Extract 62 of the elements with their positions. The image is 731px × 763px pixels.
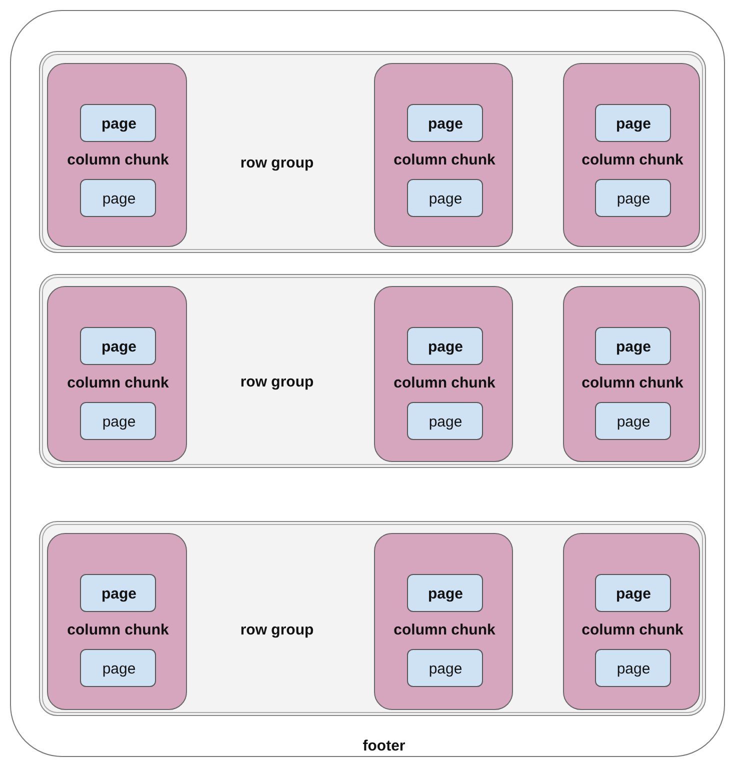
column-chunk-box: [47, 63, 187, 247]
row-group-band: [39, 51, 706, 253]
node-label: page: [616, 586, 651, 602]
node-label: page: [102, 190, 136, 208]
node-label: column chunk: [582, 152, 684, 168]
node-label: page: [616, 660, 650, 678]
page-box: [594, 574, 670, 612]
node-label: column chunk: [394, 374, 496, 392]
page-box: [406, 402, 482, 440]
node-label: page: [102, 414, 136, 430]
node-label: page: [616, 338, 651, 356]
page-box: [594, 402, 670, 440]
page-box: [406, 327, 482, 365]
page-box: [594, 327, 670, 365]
page-box: [80, 649, 156, 687]
node-label: footer: [362, 738, 406, 754]
page-box: [80, 574, 156, 612]
page-box: [80, 327, 156, 365]
column-chunk-box: [47, 533, 187, 710]
page-box: [80, 179, 156, 217]
node-label: row group: [240, 621, 314, 638]
page-box: [80, 104, 156, 142]
column-chunk-box: [374, 286, 513, 462]
page-box: [406, 179, 482, 217]
node-label: page: [102, 586, 136, 602]
node-label: page: [616, 414, 650, 430]
node-label: column chunk: [582, 374, 684, 392]
page-box: [406, 574, 482, 612]
node-label: page: [102, 338, 136, 356]
node-label: page: [102, 660, 136, 678]
column-chunk-box: [563, 286, 700, 462]
page-box: [406, 649, 482, 687]
node-label: column chunk: [394, 152, 496, 168]
node-label: page: [102, 116, 136, 132]
node-label: row group: [240, 154, 314, 172]
node-label: page: [428, 116, 463, 132]
page-box: [594, 179, 670, 217]
column-chunk-box: [563, 533, 700, 710]
node-label: row group: [240, 374, 314, 390]
node-label: page: [616, 116, 651, 132]
node-label: column chunk: [394, 622, 496, 638]
node-label: page: [428, 586, 463, 602]
node-label: page: [428, 338, 463, 356]
node-label: page: [616, 190, 650, 208]
node-label: page: [428, 190, 462, 208]
node-label: page: [428, 414, 462, 430]
node-label: column chunk: [67, 374, 169, 392]
node-label: page: [428, 660, 462, 678]
row-group-band: [39, 521, 706, 716]
column-chunk-box: [374, 533, 513, 710]
node-label: column chunk: [67, 622, 169, 638]
row-group-band: [39, 274, 706, 468]
page-box: [80, 402, 156, 440]
column-chunk-box: [563, 63, 700, 247]
node-label: column chunk: [582, 622, 684, 638]
page-box: [594, 104, 670, 142]
column-chunk-box: [47, 286, 187, 462]
page-box: [594, 649, 670, 687]
column-chunk-box: [374, 63, 513, 247]
page-box: [406, 104, 482, 142]
file-container: [10, 10, 725, 757]
node-label: column chunk: [67, 152, 169, 168]
